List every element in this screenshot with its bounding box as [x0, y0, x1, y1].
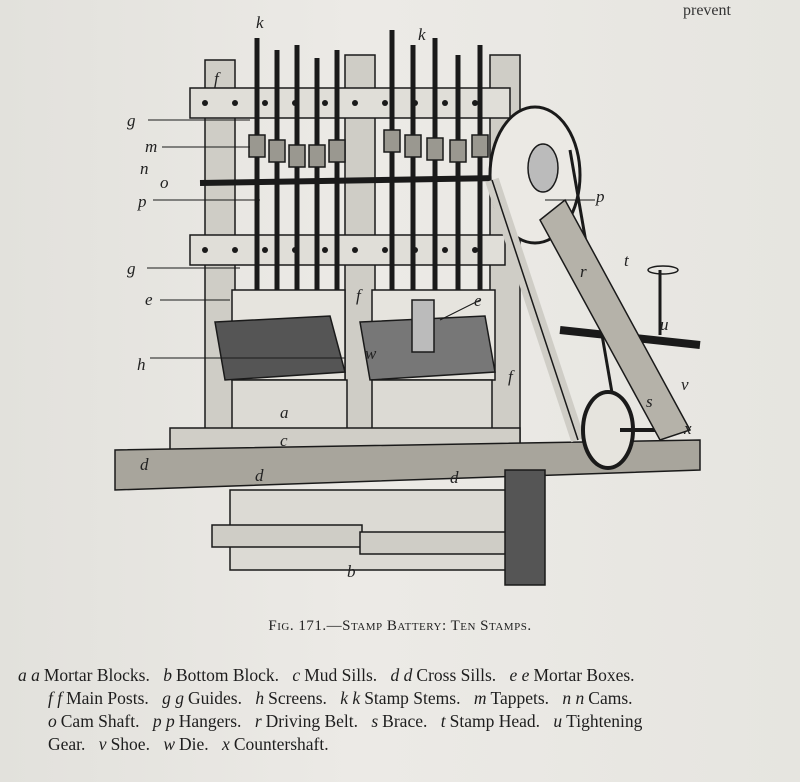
- figure-label-p: p: [596, 187, 605, 206]
- stamp-battery-illustration: [114, 30, 701, 586]
- figure-label-a: a: [280, 403, 289, 422]
- figure-label-g: g: [127, 259, 136, 278]
- figure-label-f: f: [508, 367, 513, 386]
- figure-label-m: m: [145, 137, 158, 156]
- figure-label-k: k: [256, 13, 264, 32]
- figure-label-k: k: [418, 25, 426, 44]
- figure-label-d: d: [140, 455, 149, 474]
- figure-label-x: x: [684, 419, 692, 438]
- figure-label-f: f: [356, 286, 361, 305]
- figure-label-d: d: [450, 468, 459, 487]
- figure-label-f: f: [214, 69, 219, 88]
- figure-label-e: e: [474, 291, 482, 310]
- figure-label-e: e: [145, 290, 153, 309]
- figure-label-s: s: [646, 392, 653, 411]
- figure-label-n: n: [140, 159, 149, 178]
- figure-label-h: h: [137, 355, 146, 374]
- figure-caption: Fig. 171.—Stamp Battery: Ten Stamps.: [268, 618, 532, 634]
- figure-label-r: r: [580, 262, 587, 281]
- figure-label-d: d: [255, 466, 264, 485]
- figure-label-p: p: [138, 192, 147, 211]
- page-text-fragment: prevent: [683, 2, 731, 19]
- figure-label-w: w: [365, 344, 377, 363]
- figure-label-t: t: [624, 251, 629, 270]
- figure-label-u: u: [660, 315, 669, 334]
- figure-label-g: g: [127, 111, 136, 130]
- legend-item: Gear.: [48, 734, 86, 754]
- figure-label-b: b: [347, 562, 356, 581]
- figure-label-c: c: [280, 431, 288, 450]
- figure-label-v: v: [681, 375, 689, 394]
- figure-label-o: o: [160, 173, 169, 192]
